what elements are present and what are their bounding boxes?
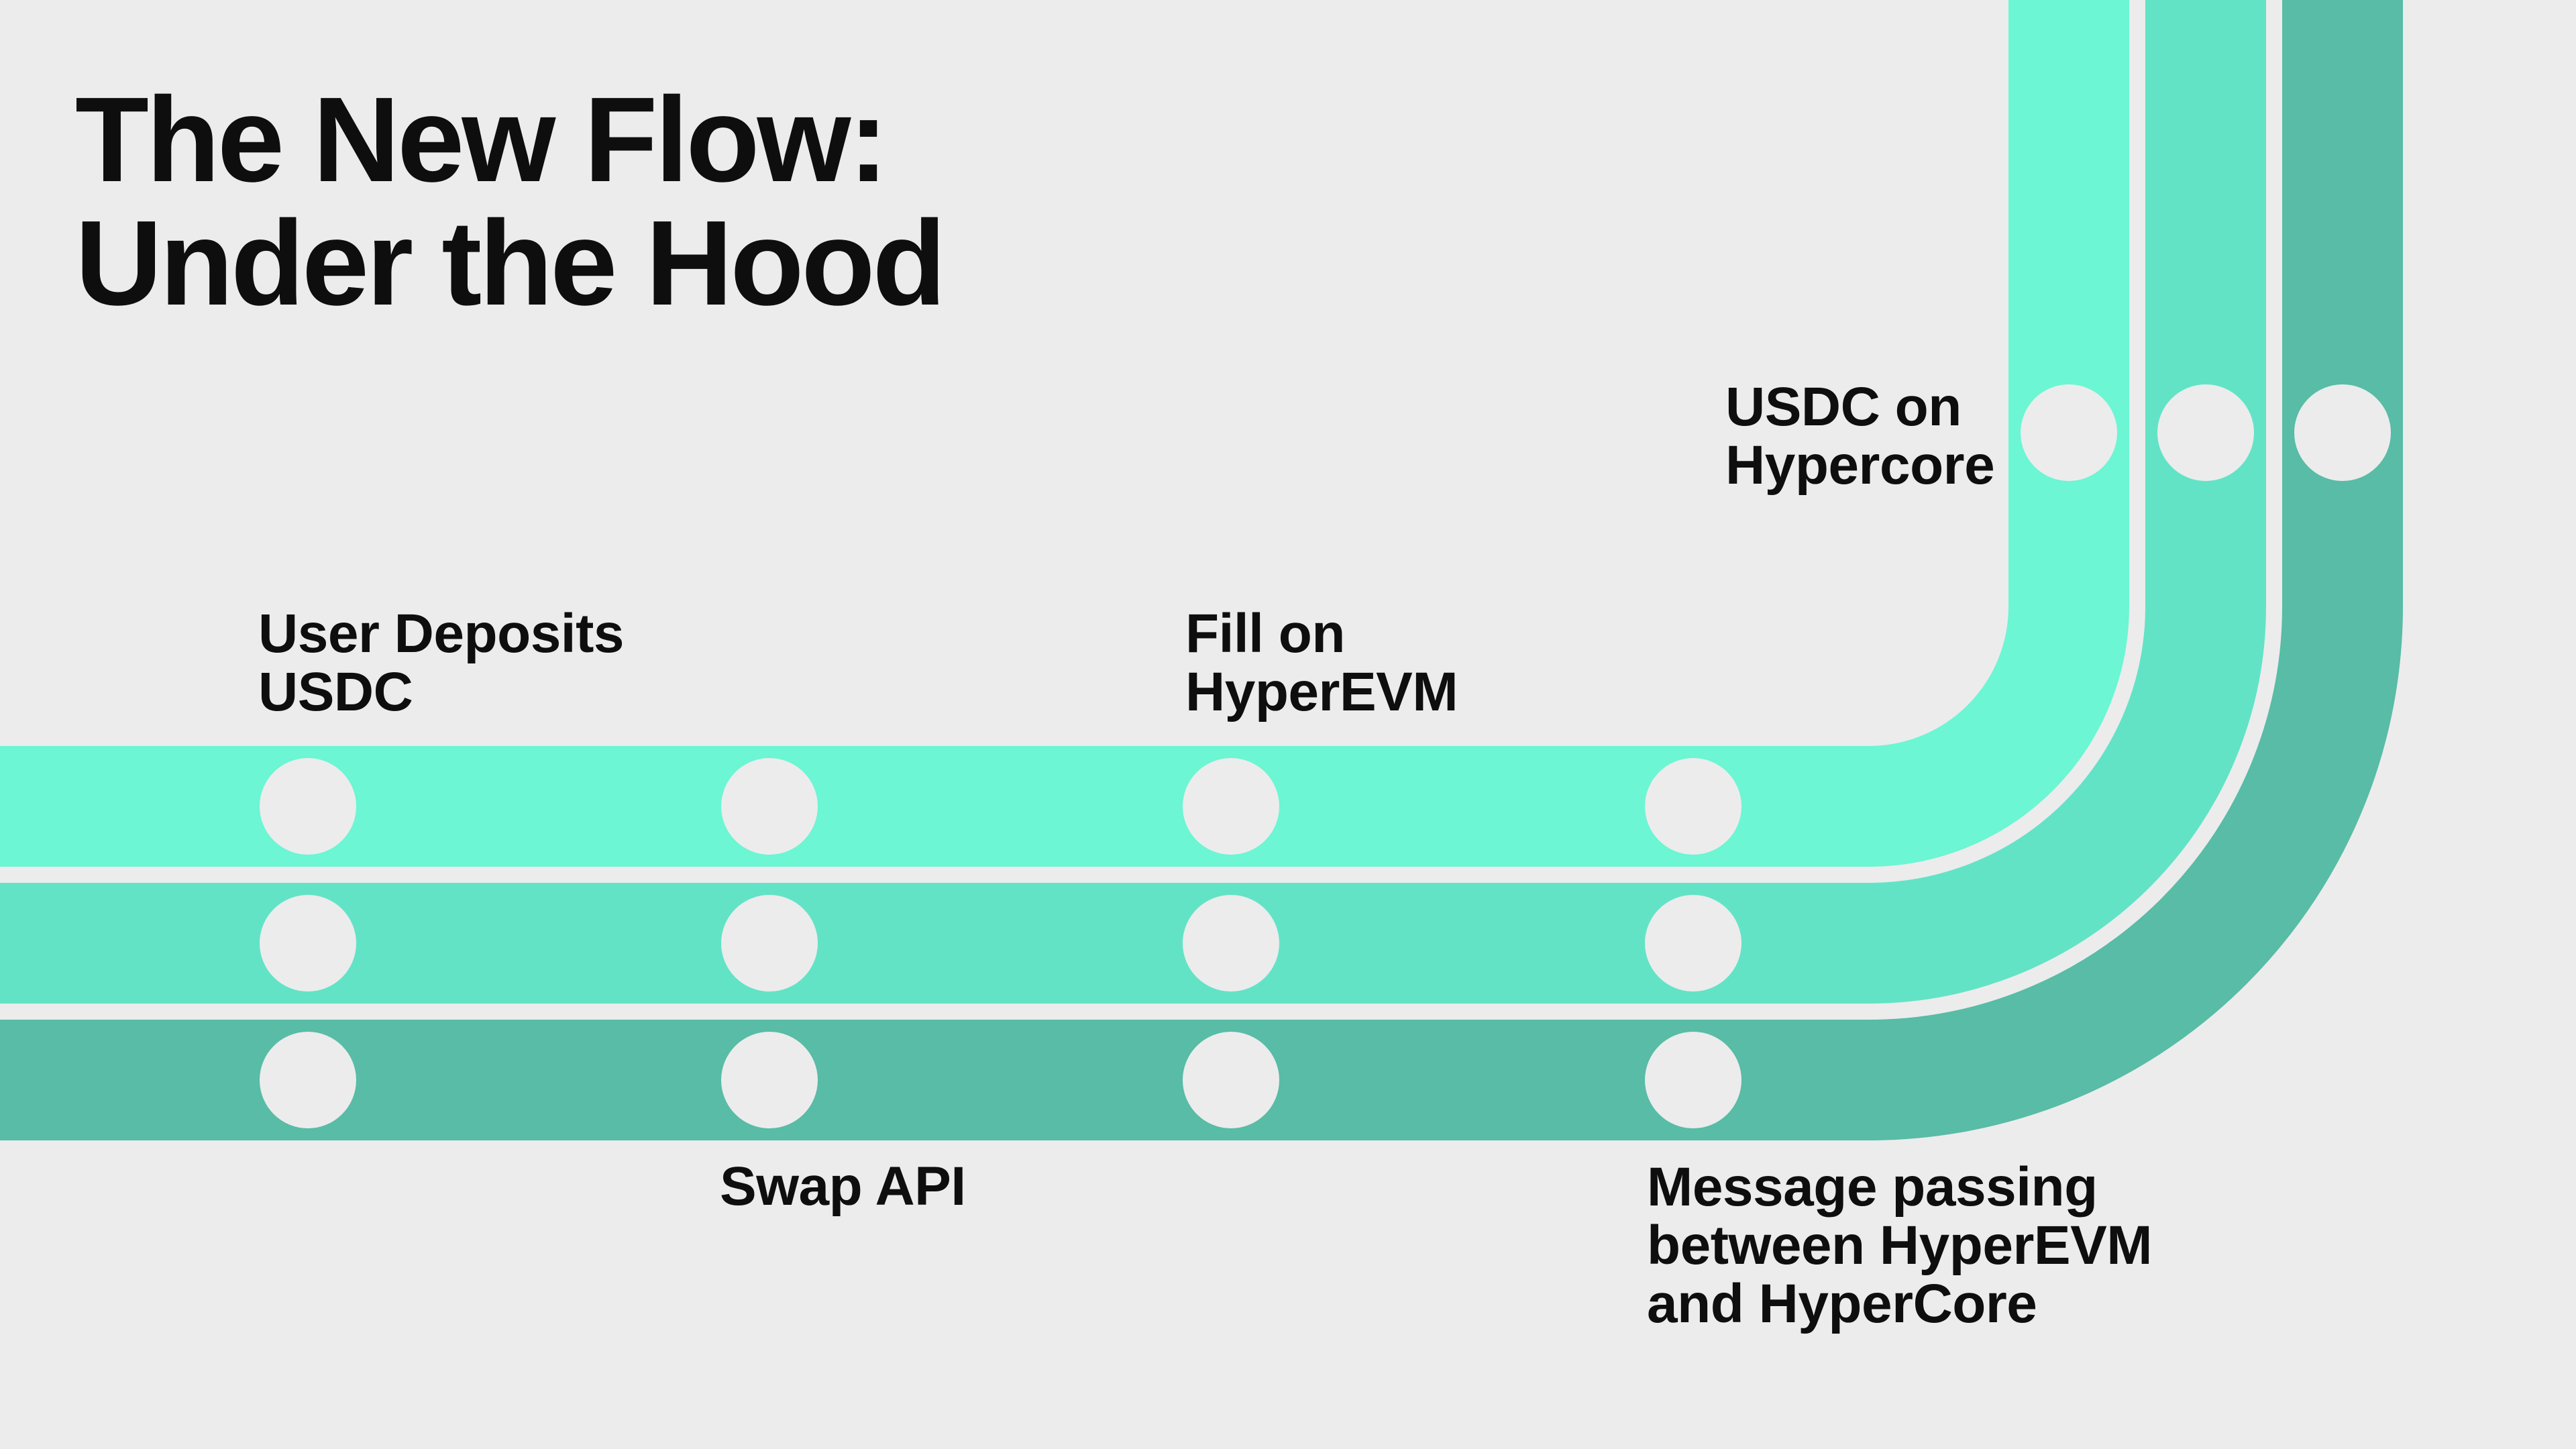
track-mint (0, 0, 2129, 867)
station-dot-mint (721, 758, 818, 855)
track-sea (0, 0, 2403, 1140)
station-dot-teal (721, 895, 818, 991)
station-dot-sea (721, 1032, 818, 1128)
label-message-passing: Message passing between HyperEVM and Hyp… (1647, 1157, 2153, 1334)
station-dot-teal (1645, 895, 1741, 991)
page-title: The New Flow: Under the Hood (75, 72, 946, 331)
station-dot-sea (260, 1032, 356, 1128)
label-swap-api: Swap API (720, 1156, 966, 1217)
station-dot-mint (1183, 758, 1279, 855)
track-teal (0, 0, 2266, 1004)
label-fill-on-hyperevm: Fill on HyperEVM (1185, 603, 1458, 722)
station-dot-sea (1645, 1032, 1741, 1128)
station-dot-mint (260, 758, 356, 855)
station-dot-sea (2294, 384, 2391, 481)
station-dot-teal (1183, 895, 1279, 991)
station-dot-teal (2157, 384, 2254, 481)
station-dot-mint (1645, 758, 1741, 855)
station-dot-teal (260, 895, 356, 991)
label-user-deposits-usdc: User Deposits USDC (258, 603, 625, 722)
station-dot-sea (1183, 1032, 1279, 1128)
station-dot-mint (2021, 384, 2117, 481)
label-usdc-on-hypercore: USDC on Hypercore (1725, 376, 1995, 496)
